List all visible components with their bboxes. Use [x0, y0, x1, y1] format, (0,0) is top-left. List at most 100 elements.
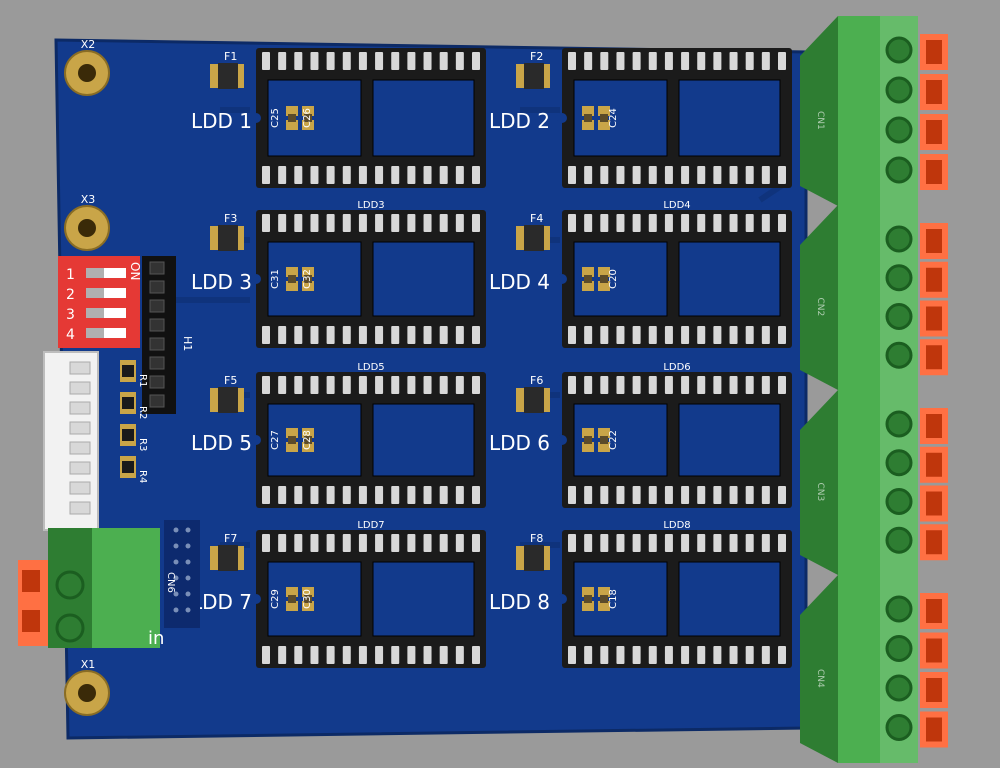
- cap-body: [584, 436, 592, 444]
- socket-pin: [342, 52, 351, 70]
- fuse-label: F1: [224, 50, 237, 63]
- socket-pin: [616, 52, 625, 70]
- socket-pin: [600, 646, 609, 664]
- socket-pin: [745, 214, 754, 232]
- socket-pin: [568, 326, 576, 344]
- socket-pin: [745, 486, 754, 504]
- socket-pin: [455, 326, 464, 344]
- cn6-pin: [185, 543, 191, 549]
- socket-pin: [472, 646, 480, 664]
- cn6-body: [164, 520, 200, 628]
- cap-body: [600, 275, 608, 283]
- socket-pin: [713, 52, 722, 70]
- right-terminal-latch-slot: [926, 120, 942, 144]
- right-terminal-latch-slot: [926, 599, 942, 623]
- dip-switch-toggle: [86, 308, 104, 318]
- socket-pin: [472, 52, 480, 70]
- socket-pin: [632, 214, 641, 232]
- socket-window: [267, 403, 362, 477]
- capacitor-label: C27: [270, 430, 281, 450]
- pin-header-socket: [149, 375, 165, 389]
- socket-pin: [778, 646, 786, 664]
- socket-pin: [713, 166, 722, 184]
- socket-pin: [600, 486, 609, 504]
- socket-pin: [423, 376, 432, 394]
- socket-pin: [423, 646, 432, 664]
- socket-pin: [664, 166, 673, 184]
- right-terminal-label: CN2: [815, 298, 825, 317]
- white-connector-pin: [69, 401, 91, 415]
- socket-pin: [455, 214, 464, 232]
- right-terminal-block: CN4: [800, 575, 948, 763]
- right-terminal-latch-slot: [926, 306, 942, 331]
- right-terminal-latch-slot: [926, 452, 942, 477]
- socket-pin: [568, 214, 576, 232]
- socket-pin: [278, 486, 287, 504]
- socket-pin: [358, 326, 367, 344]
- capacitor-label: C24: [608, 108, 619, 128]
- socket-pin: [326, 166, 335, 184]
- socket-pin: [455, 52, 464, 70]
- cn6-pin: [185, 591, 191, 597]
- socket-pin: [616, 646, 625, 664]
- cn6-pin: [185, 607, 191, 613]
- right-terminal-screw: [885, 303, 913, 330]
- fuse-body: [524, 225, 544, 251]
- cap-pad: [286, 428, 298, 438]
- pin-header-socket: [149, 356, 165, 370]
- dip-switch-toggle: [86, 268, 104, 278]
- mounting-hole: X3: [64, 193, 110, 251]
- socket-pin: [407, 534, 416, 552]
- socket-window: [372, 403, 475, 477]
- socket-pin: [455, 376, 464, 394]
- mounting-hole-drill: [78, 219, 96, 237]
- cap-pad: [582, 281, 594, 291]
- cap-body: [584, 275, 592, 283]
- socket-pin: [407, 326, 416, 344]
- pin-header-socket: [149, 280, 165, 294]
- right-terminal-latch-slot: [926, 267, 942, 292]
- socket-pin: [358, 166, 367, 184]
- right-terminal-latch-slot: [926, 491, 942, 516]
- input-terminal-latch-slot: [22, 570, 40, 592]
- right-terminal-block: CN1: [800, 16, 948, 206]
- fuse: F5: [210, 374, 244, 413]
- white-connector: [43, 351, 99, 531]
- socket-pin: [729, 214, 738, 232]
- socket-pin: [439, 486, 448, 504]
- socket-pin: [681, 326, 690, 344]
- right-terminal-latch-slot: [926, 717, 942, 742]
- socket-pin: [439, 52, 448, 70]
- socket-pin: [745, 166, 754, 184]
- capacitor-pair: C24: [582, 106, 619, 130]
- cn6-pin: [185, 559, 191, 565]
- fuse: F2: [516, 50, 550, 89]
- socket-pin: [600, 326, 609, 344]
- socket-pin: [375, 166, 384, 184]
- right-terminal-screw: [885, 526, 913, 554]
- dip-switch-position: 4: [66, 327, 75, 343]
- socket-pin: [375, 326, 384, 344]
- socket-pin: [407, 166, 416, 184]
- socket-pin: [342, 166, 351, 184]
- socket-pin: [294, 214, 303, 232]
- resistor-label: R4: [137, 470, 148, 483]
- white-connector-pin: [69, 501, 91, 515]
- socket-pin: [681, 52, 690, 70]
- fuse-label: F4: [530, 212, 543, 225]
- socket-pin: [407, 646, 416, 664]
- socket-window: [267, 241, 362, 317]
- cap-pad: [286, 601, 298, 611]
- socket-pin: [632, 486, 641, 504]
- cap-body: [304, 595, 312, 603]
- socket-pin: [778, 534, 786, 552]
- socket-pin: [697, 646, 706, 664]
- socket-pin: [439, 646, 448, 664]
- cap-pad: [582, 587, 594, 597]
- cap-pad: [598, 120, 610, 130]
- cn6-pin: [173, 527, 179, 533]
- resistor-body: [122, 461, 134, 473]
- socket-pin: [664, 214, 673, 232]
- socket-pin: [616, 214, 625, 232]
- driver-label: LDD 5: [191, 431, 252, 455]
